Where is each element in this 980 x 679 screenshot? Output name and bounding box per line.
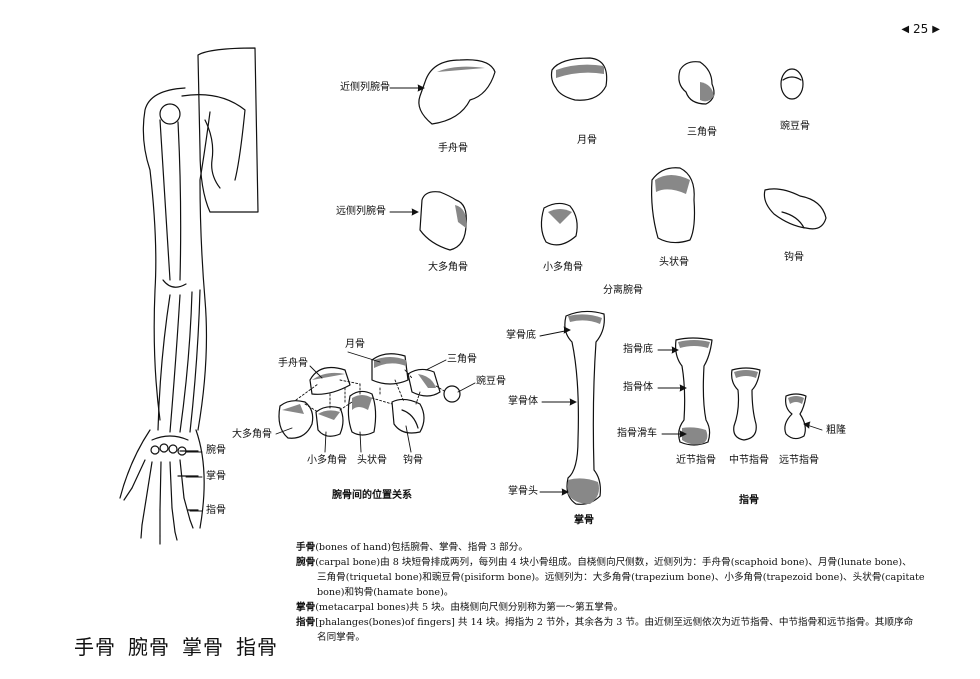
label-triquetral: 三角骨 xyxy=(687,127,717,138)
carpal-relations-illustration xyxy=(278,353,461,439)
chapter-title: 手骨腕骨掌骨指骨 xyxy=(74,631,290,660)
label-hamate: 钩骨 xyxy=(784,252,804,263)
label-rel-capitate: 头状骨 xyxy=(357,455,387,466)
separated-distal-carpals xyxy=(419,167,827,251)
label-phalanx-tuberosity: 粗隆 xyxy=(826,425,846,436)
desc-phalanges-cont1: 名同掌骨。 xyxy=(317,632,365,643)
label-metacarpal-body: 掌骨体 xyxy=(508,396,538,407)
desc-metacarpal: 掌骨(metacarpal bones)共 5 块。由桡侧向尺侧分别称为第一～第… xyxy=(296,602,624,613)
arm-skeleton-illustration xyxy=(119,47,259,545)
carpal-relations-title: 腕骨间的位置关系 xyxy=(332,490,412,501)
chapter-title-word: 手骨 xyxy=(74,635,116,659)
page-number: ◀ 25 ▶ xyxy=(901,22,940,36)
leader-lines xyxy=(185,84,823,512)
phalanges-illustration xyxy=(675,337,807,446)
label-rel-lunate: 月骨 xyxy=(345,339,365,350)
desc-phalanges: 指骨[phalanges(bones)of fingers] 共 14 块。拇指… xyxy=(296,617,914,628)
label-arm-carpal: 腕骨 xyxy=(206,445,226,456)
triangle-left-icon[interactable]: ◀ xyxy=(901,23,910,35)
desc-carpal: 腕骨(carpal bone)由 8 块短骨排成两列，每列由 4 块小骨组成。自… xyxy=(296,557,912,568)
separated-proximal-carpals xyxy=(418,57,804,125)
label-rel-trapezoid: 小多角骨 xyxy=(307,455,347,466)
label-proximal-row: 近侧列腕骨 xyxy=(340,82,390,93)
label-rel-pisiform: 豌豆骨 xyxy=(476,376,506,387)
label-trapezoid: 小多角骨 xyxy=(543,262,583,273)
chapter-title-word: 指骨 xyxy=(236,635,278,659)
phalanx-title: 指骨 xyxy=(739,495,759,506)
label-trapezium: 大多角骨 xyxy=(428,262,468,273)
label-rel-scaphoid: 手舟骨 xyxy=(278,358,308,369)
label-proximal-phalanx: 近节指骨 xyxy=(676,455,716,466)
chapter-title-word: 掌骨 xyxy=(182,635,224,659)
label-phalanx-base: 指骨底 xyxy=(623,344,653,355)
desc-hand: 手骨(bones of hand)包括腕骨、掌骨、指骨 3 部分。 xyxy=(296,542,528,553)
metacarpal-title: 掌骨 xyxy=(574,515,594,526)
label-phalanx-body: 指骨体 xyxy=(623,382,653,393)
label-metacarpal-base: 掌骨底 xyxy=(506,330,536,341)
desc-carpal-cont1: 三角骨(triquetal bone)和豌豆骨(pisiform bone)。远… xyxy=(317,572,925,583)
description-block: 手骨(bones of hand)包括腕骨、掌骨、指骨 3 部分。 腕骨(car… xyxy=(296,540,942,645)
triangle-right-icon[interactable]: ▶ xyxy=(932,23,940,35)
label-distal-phalanx: 远节指骨 xyxy=(779,455,819,466)
label-scaphoid: 手舟骨 xyxy=(438,143,468,154)
label-lunate: 月骨 xyxy=(577,135,597,146)
label-arm-metacarpal: 掌骨 xyxy=(206,471,226,482)
page-number-value: 25 xyxy=(913,22,929,36)
metacarpal-illustration xyxy=(564,310,605,505)
label-rel-hamate: 钩骨 xyxy=(403,455,423,466)
label-metacarpal-head: 掌骨头 xyxy=(508,486,538,497)
label-middle-phalanx: 中节指骨 xyxy=(729,455,769,466)
separated-carpals-title: 分离腕骨 xyxy=(603,285,643,296)
label-arm-phalanges: 指骨 xyxy=(206,505,226,516)
desc-carpal-cont2: bone)和钩骨(hamate bone)。 xyxy=(317,587,454,598)
label-phalanx-trochlea: 指骨滑车 xyxy=(617,428,657,439)
label-distal-row: 远侧列腕骨 xyxy=(336,206,386,217)
label-capitate: 头状骨 xyxy=(659,257,689,268)
label-rel-triquetral: 三角骨 xyxy=(447,354,477,365)
chapter-title-word: 腕骨 xyxy=(128,635,170,659)
label-pisiform: 豌豆骨 xyxy=(780,121,810,132)
label-rel-trapezium: 大多角骨 xyxy=(232,429,272,440)
